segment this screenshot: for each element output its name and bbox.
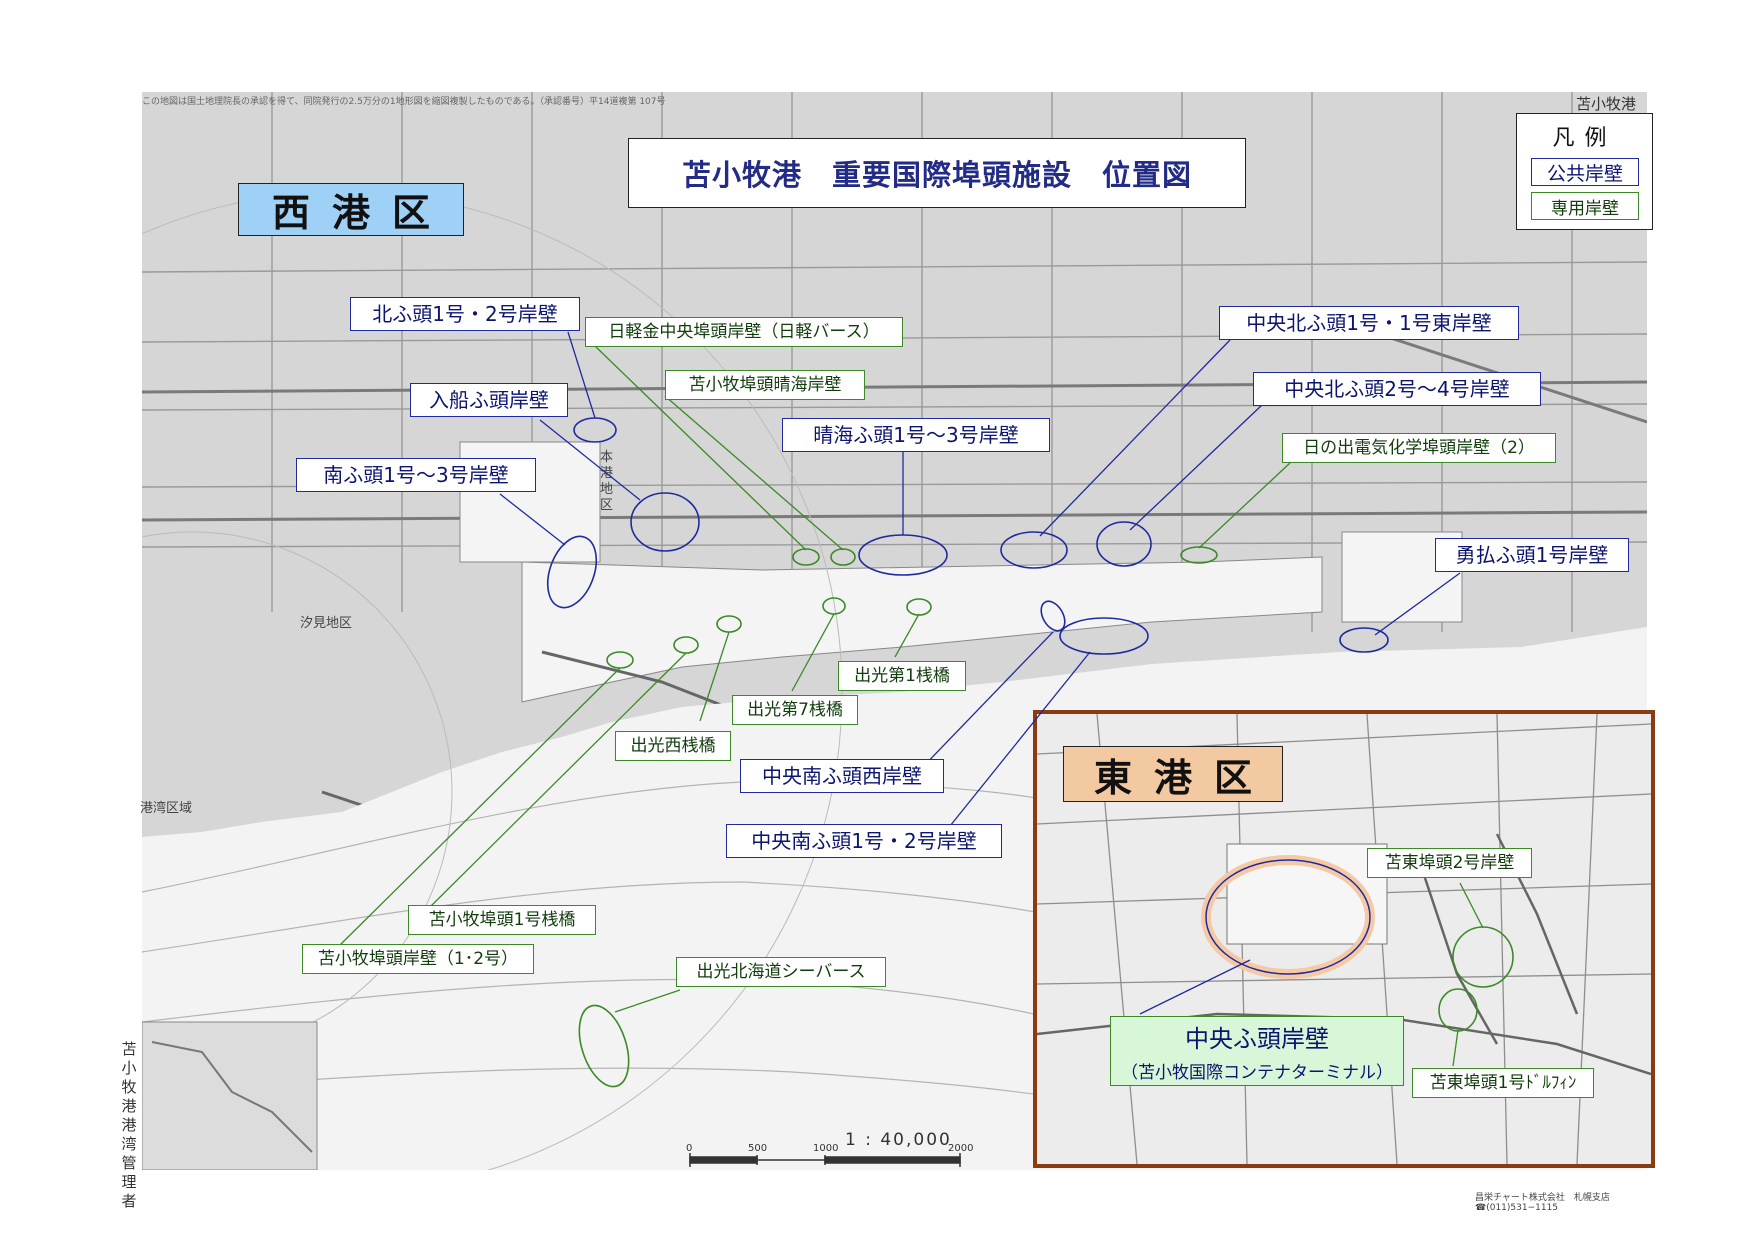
label-hinode-berth: 日の出電気化学埠頭岸壁（2） — [1282, 433, 1556, 463]
print-credit-company: 昌栄チャート株式会社 札幌支店 — [1475, 1193, 1610, 1203]
copyright-note: この地図は国土地理院長の承認を得て、同院発行の2.5万分の1地形図を縮図複製した… — [142, 97, 666, 107]
legend-public-berth: 公共岸壁 — [1531, 158, 1639, 186]
container-terminal-name: 中央ふ頭岸壁 — [1185, 1025, 1329, 1053]
label-tomakomai-wharf: 苫小牧埠頭岸壁（1･2号） — [302, 944, 534, 974]
label-central-north-1: 中央北ふ頭1号・1号東岸壁 — [1219, 306, 1519, 340]
place-name-harbor-area: 港湾区域 — [140, 801, 193, 816]
label-tomato-2: 苫東埠頭2号岸壁 — [1367, 848, 1532, 878]
label-south-pier: 南ふ頭1号～3号岸壁 — [296, 458, 536, 492]
legend: 凡例 公共岸壁 専用岸壁 — [1516, 113, 1653, 230]
label-container-terminal: 中央ふ頭岸壁 （苫小牧国際コンテナターミナル） — [1110, 1016, 1404, 1086]
locator-map — [142, 1021, 318, 1170]
label-central-south-west: 中央南ふ頭西岸壁 — [740, 759, 944, 793]
district-west: 西港区 — [238, 183, 464, 236]
scale-label: 1 : 40,000 — [845, 1130, 952, 1150]
print-credit-phone: ☎(011)531−1115 — [1475, 1203, 1559, 1213]
map-title: 苫小牧港 重要国際埠頭施設 位置図 — [628, 138, 1246, 208]
label-yufutsu-pier: 勇払ふ頭1号岸壁 — [1435, 538, 1629, 572]
label-tomato-1-dolphin: 苫東埠頭1号ﾄﾞﾙﾌｨﾝ — [1412, 1068, 1594, 1098]
label-central-south-1-2: 中央南ふ頭1号・2号岸壁 — [726, 824, 1002, 858]
label-idemitsu-1: 出光第1桟橋 — [838, 661, 966, 691]
label-central-north-2: 中央北ふ頭2号～4号岸壁 — [1253, 372, 1541, 406]
label-irifune-pier: 入船ふ頭岸壁 — [410, 383, 568, 417]
label-idemitsu-7: 出光第7桟橋 — [732, 695, 858, 725]
scale-tick-500: 500 — [748, 1143, 768, 1154]
scale-tick-1000: 1000 — [813, 1143, 839, 1154]
print-credit: 昌栄チャート株式会社 札幌支店 ☎(011)531−1115 — [1475, 1190, 1610, 1213]
scale-tick-2000: 2000 — [948, 1143, 974, 1154]
side-text: 苫小牧港港湾管理者 — [121, 1040, 137, 1210]
district-east: 東港区 — [1063, 746, 1283, 802]
label-idemitsu-seaberth: 出光北海道シーバース — [676, 957, 886, 987]
label-nikkeikin-berth: 日軽金中央埠頭岸壁（日軽バース） — [585, 317, 903, 347]
label-harumi-pier: 晴海ふ頭1号～3号岸壁 — [782, 418, 1050, 452]
label-tomakomai-1-jetty: 苫小牧埠頭1号桟橋 — [408, 905, 596, 935]
legend-title: 凡例 — [1552, 126, 1617, 151]
label-idemitsu-west: 出光西桟橋 — [615, 731, 731, 761]
label-north-pier: 北ふ頭1号・2号岸壁 — [350, 297, 580, 331]
legend-private-berth: 専用岸壁 — [1531, 192, 1639, 220]
place-name-shiomi: 汐見地区 — [300, 616, 353, 631]
corner-map-name: 苫小牧港 — [1576, 95, 1637, 113]
container-terminal-sub: （苫小牧国際コンテナターミナル） — [1121, 1063, 1393, 1083]
place-name-honko: 本港地区 — [600, 450, 614, 513]
scale-tick-0: 0 — [686, 1143, 693, 1154]
label-tomakomai-harumi: 苫小牧埠頭晴海岸壁 — [665, 370, 865, 400]
